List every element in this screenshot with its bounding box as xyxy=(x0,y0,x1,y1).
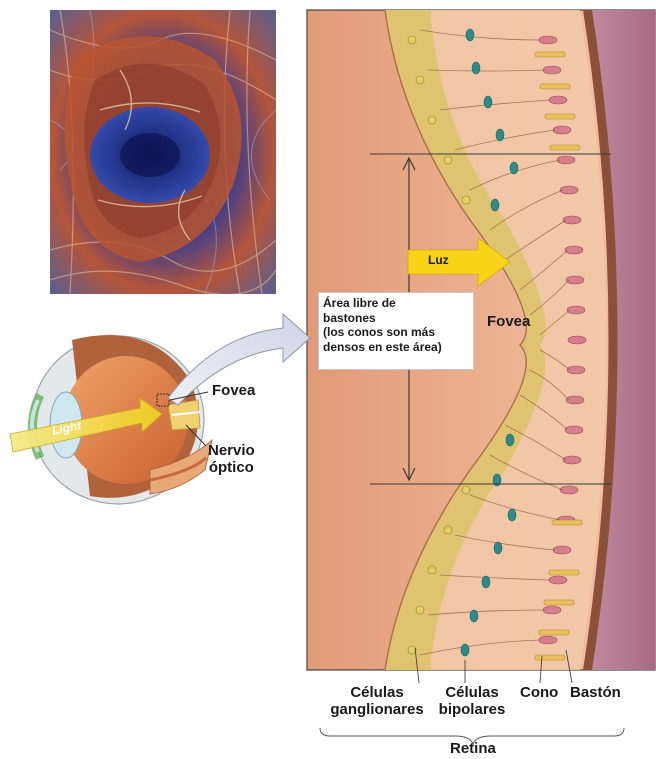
optic-nerve-line-2: óptico xyxy=(208,459,255,476)
light-arrow-label: Luz xyxy=(428,254,449,268)
bipolar-line-1: Células xyxy=(432,684,512,701)
note-line-1: Área libre de xyxy=(323,296,469,311)
ganglion-line-1: Células xyxy=(322,684,432,701)
eye-illustration xyxy=(10,335,212,504)
rod-free-area-note: Área libre de bastones (los conos son má… xyxy=(318,292,474,370)
note-line-4: densos en este área) xyxy=(323,340,469,355)
optic-nerve-label: Nervio óptico xyxy=(208,442,255,477)
note-line-3: (los conos son más xyxy=(323,325,469,340)
optic-nerve-line-1: Nervio xyxy=(208,442,255,459)
bipolar-line-2: bipolares xyxy=(432,701,512,718)
fovea-micrograph xyxy=(50,10,276,295)
eye-fovea-label: Fovea xyxy=(212,382,255,399)
ganglion-cells-label: Células ganglionares xyxy=(322,684,432,719)
note-line-2: bastones xyxy=(323,311,469,326)
retina-label: Retina xyxy=(450,740,496,757)
bipolar-cells-label: Células bipolares xyxy=(432,684,512,719)
rod-label: Bastón xyxy=(570,684,621,701)
cone-label: Cono xyxy=(520,684,558,701)
fovea-label: Fovea xyxy=(487,313,530,330)
ganglion-line-2: ganglionares xyxy=(322,701,432,718)
